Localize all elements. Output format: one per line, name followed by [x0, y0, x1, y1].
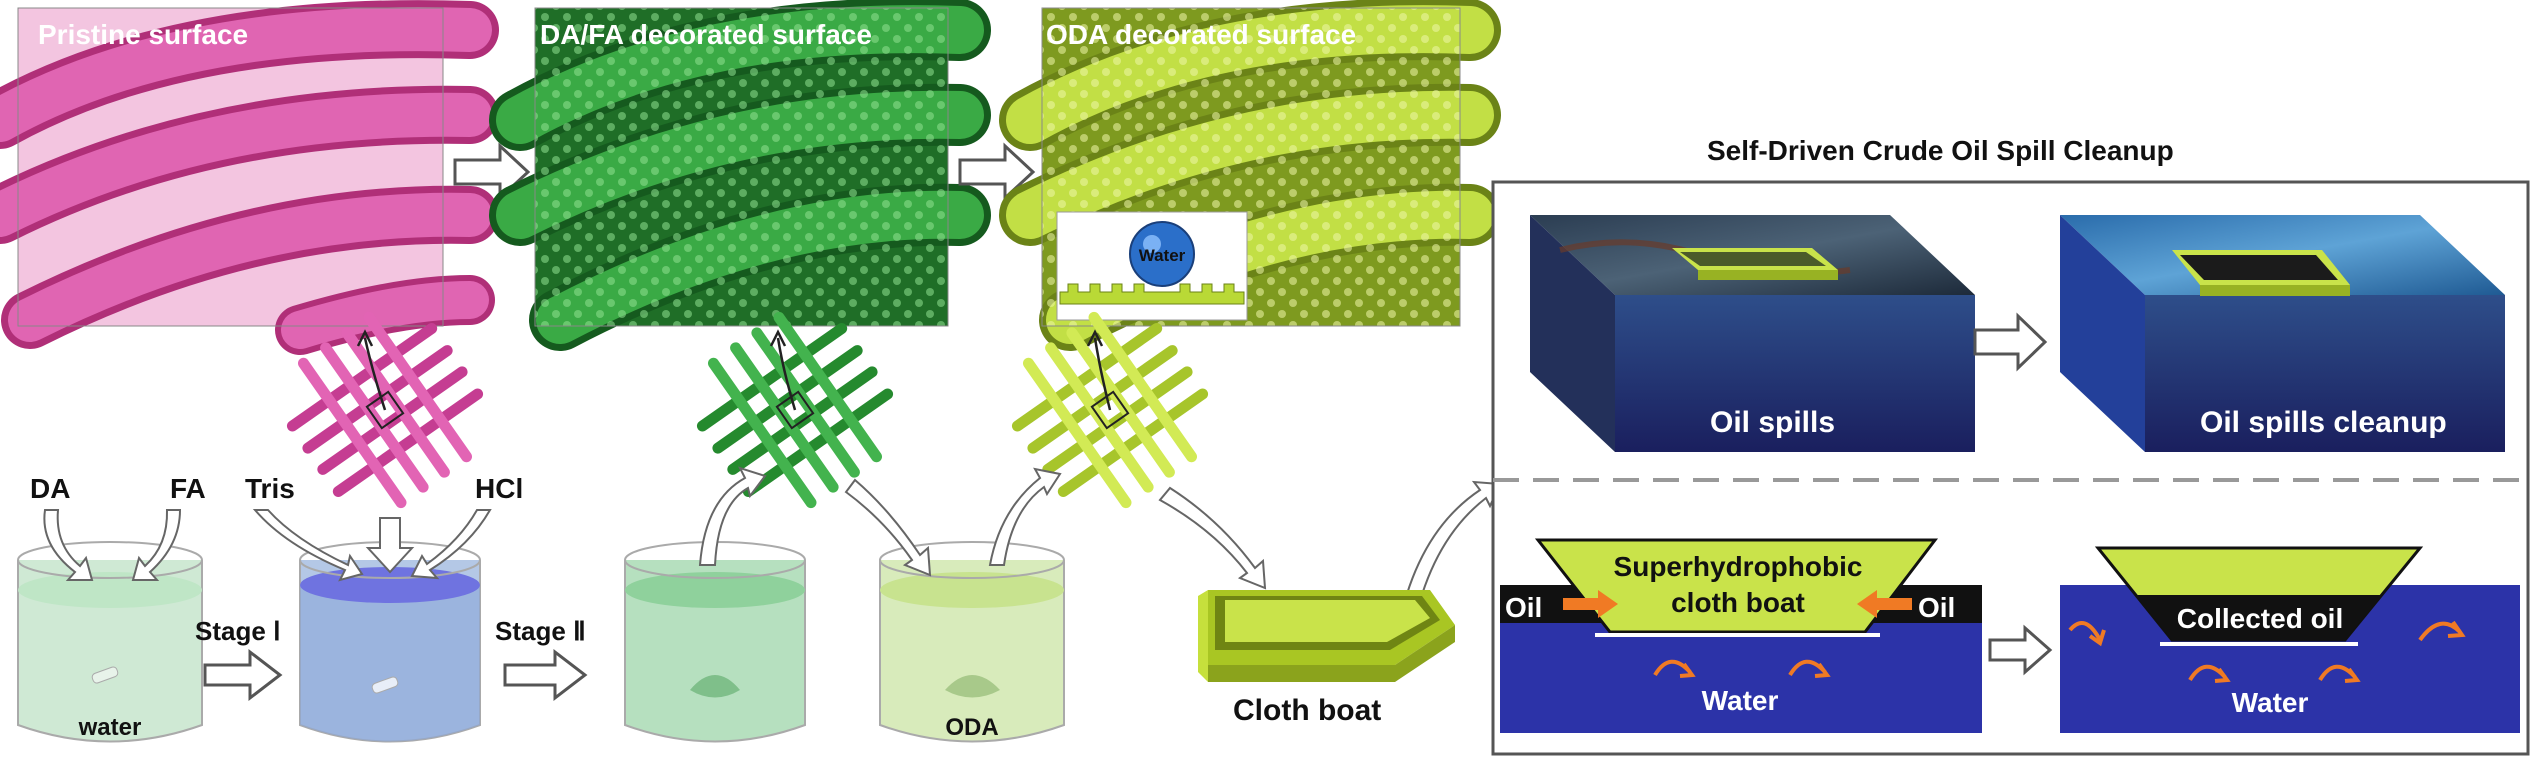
dafa-surface-label: DA/FA decorated surface — [540, 19, 872, 50]
beaker-1: water — [17, 541, 203, 743]
right-arrow-icon — [1973, 312, 2048, 372]
boat-cross-section-left: Superhydrophobic cloth boat Oil Oil Wate… — [1500, 538, 1982, 733]
oil-flow-arrow-icon — [1857, 590, 1912, 618]
oil-spills-label: Oil spills — [1710, 406, 1835, 439]
water-label: water — [78, 714, 142, 741]
tris-label: Tris — [245, 473, 295, 504]
pristine-surface-label: Pristine surface — [38, 19, 248, 50]
reagent-arrows — [43, 509, 492, 582]
cleanup-title: Self-Driven Crude Oil Spill Cleanup — [1707, 135, 2174, 166]
water-pressure-arrows — [1653, 659, 1831, 678]
oda-surface-label: ODA decorated surface — [1046, 19, 1356, 50]
collected-oil-label: Collected oil — [2177, 603, 2343, 634]
oil-flow-arrow-icon — [1563, 590, 1618, 618]
oil-right-label: Oil — [1918, 592, 1955, 623]
fa-label: FA — [170, 473, 206, 504]
oil-spills-cleanup-block: Oil spills cleanup — [2060, 215, 2505, 452]
beaker-3 — [624, 541, 806, 743]
stage2-label: Stage Ⅱ — [495, 616, 586, 646]
zoom-pointer-lines — [356, 329, 1112, 411]
right-arrow-icon — [958, 142, 1036, 202]
da-label: DA — [30, 473, 70, 504]
boat-cross-section-right: Collected oil Water — [2060, 546, 2520, 733]
oda-label: ODA — [945, 714, 998, 741]
oda-cloth-swatch — [1011, 311, 1209, 509]
water-pressure-arrows — [2068, 620, 2466, 683]
cleanup-panel: Self-Driven Crude Oil Spill Cleanup Oil … — [1491, 135, 2530, 756]
pristine-cloth-swatch — [286, 311, 484, 509]
water-left-label: Water — [1702, 685, 1779, 716]
water-right-label: Water — [2232, 687, 2309, 718]
beaker-2 — [299, 541, 481, 743]
beaker-4: ODA — [879, 541, 1065, 743]
right-arrow-icon — [1988, 624, 2053, 676]
oda-surface-panel: ODA decorated surface Water — [999, 0, 1501, 351]
boat-label-line1: Superhydrophobic — [1614, 551, 1863, 582]
stage2-arrow-icon — [503, 648, 588, 702]
stage1-arrow-icon — [203, 648, 283, 702]
dafa-surface-panel: DA/FA decorated surface — [489, 0, 991, 351]
dafa-cloth-swatch — [696, 311, 894, 509]
cloth-boat-label: Cloth boat — [1233, 694, 1381, 727]
cloth-boat: Cloth boat — [1198, 590, 1455, 727]
process-arrows — [698, 466, 1502, 621]
water-droplet-label: Water — [1139, 246, 1186, 265]
pristine-surface-panel: Pristine surface — [0, 0, 499, 355]
boat-label-line2: cloth boat — [1671, 587, 1805, 618]
stage1-label: Stage Ⅰ — [195, 616, 281, 646]
oil-spills-block: Oil spills — [1530, 215, 1975, 452]
hcl-label: HCl — [475, 473, 523, 504]
water-contact-inset: Water — [1056, 211, 1248, 321]
oil-left-label: Oil — [1505, 592, 1542, 623]
oil-spills-cleanup-label: Oil spills cleanup — [2200, 406, 2447, 439]
